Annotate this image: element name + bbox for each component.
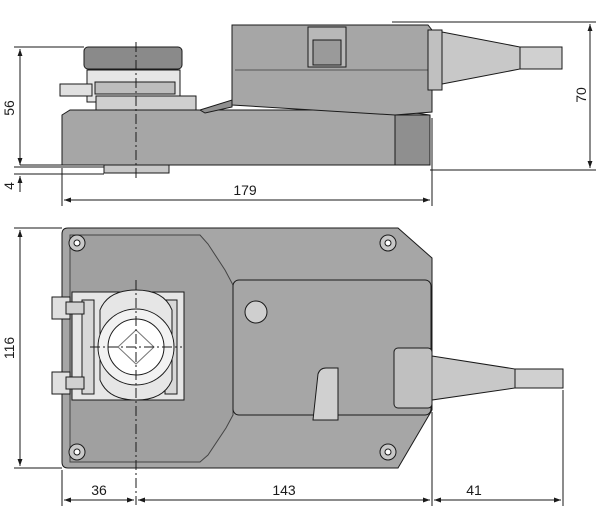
side-body-window-inner	[312, 39, 342, 66]
dim-width-label: 116	[1, 337, 17, 360]
top-corner-screws	[68, 234, 397, 461]
top-cable-cone	[431, 355, 516, 401]
top-clamp-bolts	[51, 296, 85, 395]
side-body-ramp	[198, 99, 233, 114]
side-dimensions	[14, 21, 596, 206]
side-base-plate	[61, 109, 431, 166]
dim-bottom-offset-label: 4	[1, 182, 17, 190]
dim-length-label: 179	[233, 182, 257, 198]
side-base-right-block	[394, 114, 431, 166]
side-cable-gland	[427, 29, 443, 91]
top-manual-override-lever	[312, 367, 339, 421]
dim-height-body-label: 56	[1, 100, 17, 116]
top-cable	[514, 368, 564, 389]
side-clamp-top	[83, 46, 183, 70]
top-cable-gland	[393, 347, 433, 409]
side-clamp-bolt	[59, 83, 93, 97]
side-clamp-base	[95, 95, 197, 111]
dim-body-length-label: 143	[272, 482, 296, 498]
side-clamp-bar	[94, 81, 176, 95]
dim-spindle-to-edge-label: 36	[91, 482, 107, 498]
top-view	[51, 227, 564, 505]
top-dimensions	[14, 227, 564, 506]
dim-cable-gland-label: 41	[466, 482, 482, 498]
side-cable-cone	[441, 31, 521, 85]
side-cable	[519, 46, 563, 70]
side-view	[20, 24, 563, 178]
top-indicator-hole	[244, 300, 268, 324]
dim-total-height-label: 70	[573, 87, 589, 103]
